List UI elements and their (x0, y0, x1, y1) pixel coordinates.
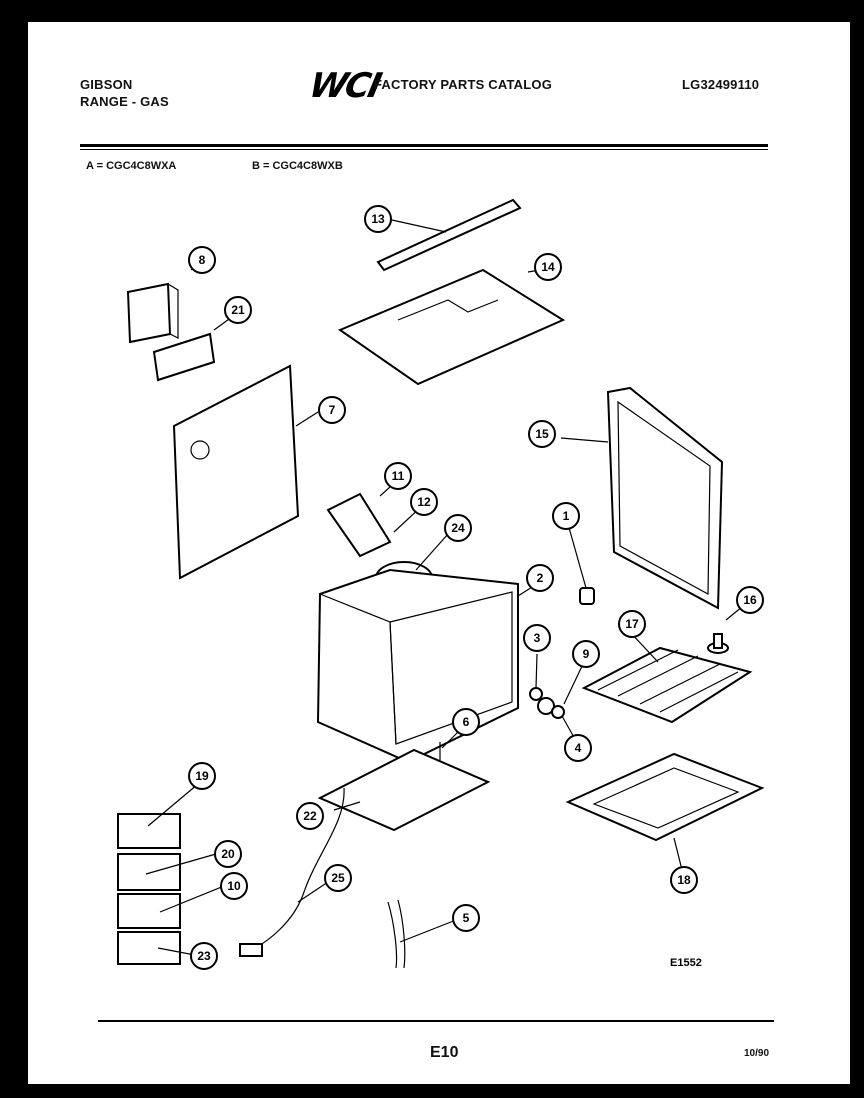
svg-text:3: 3 (534, 631, 541, 645)
callout-5: 5 (452, 904, 480, 932)
footer-rule (98, 1020, 774, 1022)
callout-10: 10 (220, 872, 248, 900)
part-22-bottom-plate (317, 748, 491, 832)
header-rule-thin (80, 149, 768, 150)
svg-text:25: 25 (331, 871, 345, 885)
catalog-number: LG32499110 (682, 77, 760, 92)
callout-6: 6 (452, 708, 480, 736)
callout-4: 4 (564, 734, 592, 762)
part-7-back-panel (172, 364, 300, 580)
callout-2: 2 (526, 564, 554, 592)
svg-text:16: 16 (743, 593, 757, 607)
svg-text:12: 12 (417, 495, 431, 509)
callout-13: 13 (364, 205, 392, 233)
callout-15: 15 (528, 420, 556, 448)
callout-9: 9 (572, 640, 600, 668)
svg-text:22: 22 (303, 809, 317, 823)
svg-text:7: 7 (329, 403, 336, 417)
callout-19: 19 (188, 762, 216, 790)
callout-16: 16 (736, 586, 764, 614)
catalog-title: FACTORY PARTS CATALOG (374, 77, 553, 92)
product-type: RANGE - GAS (80, 94, 169, 109)
callout-11: 11 (384, 462, 412, 490)
svg-text:13: 13 (371, 212, 385, 226)
callout-20: 20 (214, 840, 242, 868)
callout-14: 14 (534, 253, 562, 281)
svg-text:8: 8 (199, 253, 206, 267)
part-15-door (606, 386, 724, 610)
part-14-top-panel (337, 268, 566, 386)
svg-text:15: 15 (535, 427, 549, 441)
callout-1: 1 (552, 502, 580, 530)
svg-text:19: 19 (195, 769, 209, 783)
catalog-sheet: GIBSON RANGE - GAS WCI FACTORY PARTS CAT… (28, 22, 850, 1084)
svg-text:21: 21 (231, 303, 245, 317)
part-13-bracket (376, 198, 522, 272)
part-17-rack (581, 646, 753, 724)
part-25-power-cord (239, 787, 345, 957)
svg-text:5: 5 (463, 911, 470, 925)
part-18-broiler-pan (565, 752, 765, 842)
callout-18: 18 (670, 866, 698, 894)
part-16-foot (707, 633, 729, 654)
exploded-parts-diagram: 13 14 8 21 7 15 11 12 24 1 2 16 17 3 9 4… (117, 198, 765, 970)
svg-text:2: 2 (537, 571, 544, 585)
part-5-wire-harness (387, 899, 406, 969)
callout-24: 24 (444, 514, 472, 542)
svg-text:10: 10 (227, 879, 241, 893)
part-19-20-10-23-hardware (117, 813, 181, 965)
drawing-id: E1552 (670, 957, 702, 969)
brand-name: GIBSON (80, 77, 133, 92)
part-2-oven-body (316, 568, 519, 764)
callout-25: 25 (324, 864, 352, 892)
model-b: B = CGC4C8WXB (252, 160, 343, 172)
page-number: E10 (430, 1044, 459, 1061)
part-3-9-4-fittings (529, 687, 565, 719)
svg-text:11: 11 (392, 469, 405, 483)
revision-date: 10/90 (744, 1048, 770, 1059)
svg-text:4: 4 (575, 741, 582, 755)
svg-text:14: 14 (541, 260, 555, 274)
svg-text:9: 9 (583, 647, 590, 661)
callout-21: 21 (224, 296, 252, 324)
callout-22: 22 (296, 802, 324, 830)
callout-23: 23 (190, 942, 218, 970)
svg-text:1: 1 (563, 509, 570, 523)
model-a: A = CGC4C8WXA (86, 160, 177, 172)
svg-text:18: 18 (677, 873, 691, 887)
callout-7: 7 (318, 396, 346, 424)
svg-text:24: 24 (451, 521, 465, 535)
svg-text:23: 23 (197, 949, 211, 963)
callout-3: 3 (523, 624, 551, 652)
part-11-duct (326, 492, 392, 558)
part-8-box (126, 282, 179, 344)
part-1-knob (579, 587, 595, 605)
svg-text:17: 17 (625, 617, 639, 631)
svg-text:20: 20 (221, 847, 235, 861)
part-21-panel (152, 332, 216, 382)
svg-text:6: 6 (463, 715, 470, 729)
callout-8: 8 (188, 246, 216, 274)
callout-17: 17 (618, 610, 646, 638)
header-rule (80, 144, 768, 147)
callout-12: 12 (410, 488, 438, 516)
